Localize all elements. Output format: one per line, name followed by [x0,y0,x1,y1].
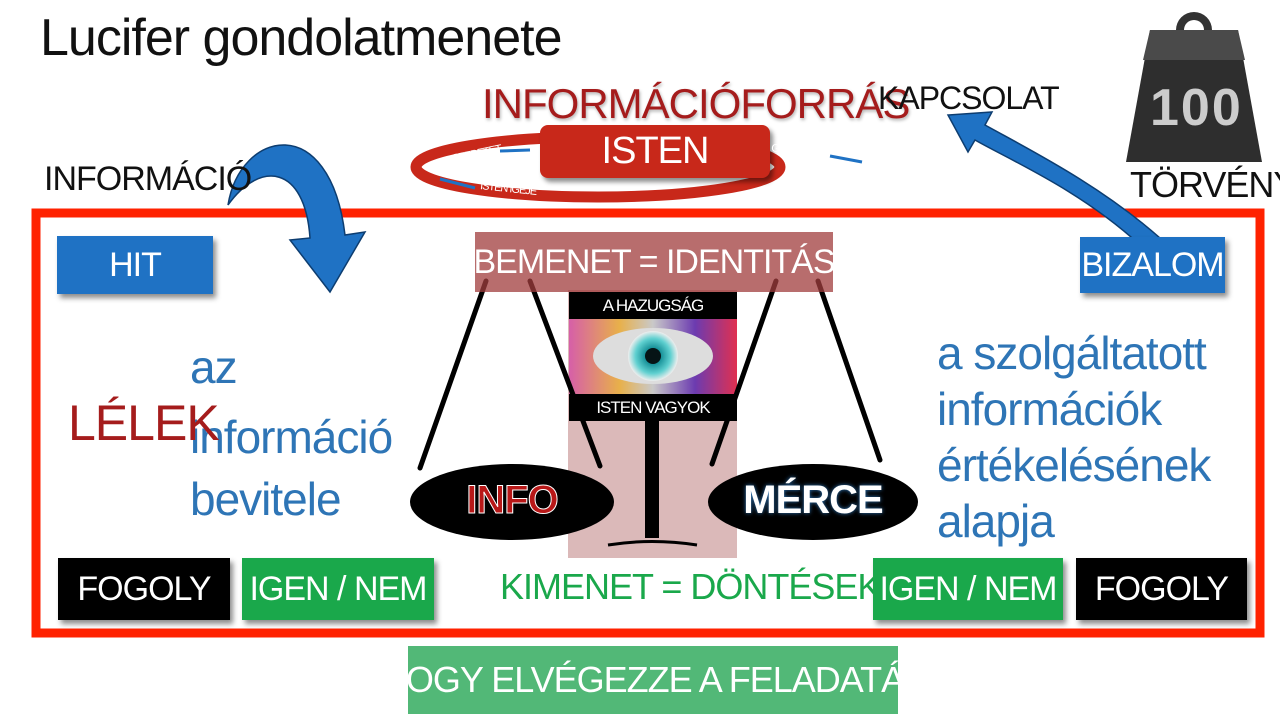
weight-icon [1126,12,1262,162]
merce-pan [708,464,918,540]
curved-arrow-icon [227,144,367,294]
left-line: bevitele [190,473,342,525]
fogoly-right-box: FOGOLY [1076,558,1247,620]
lelek-label: LÉLEK [68,395,220,451]
merce-label: MÉRCE [743,478,883,522]
info-pan [410,464,614,540]
informacio-label: INFORMÁCIÓ [44,160,252,198]
right-line: információk [937,383,1162,435]
isten-box: ISTEN [540,125,770,178]
task-box: HOGY ELVÉGEZZE A FELADATÁT [381,646,926,714]
source-label: INFORMÁCIÓFORRÁS [482,80,910,127]
bemenet-box: BEMENET = IDENTITÁS [473,232,836,292]
arrow-icon [946,111,1162,246]
igen-nem-right-box: IGEN / NEM [873,558,1063,620]
bizalom-box: BIZALOM [1080,237,1225,293]
eye-caption-top: A HAZUGSÁG [569,292,737,319]
right-line: a szolgáltatott [937,327,1207,379]
left-line: információ [190,411,393,463]
soul-frame [31,208,1265,638]
kapcsolat-label: KAPCSOLAT [878,80,1060,116]
left-description: az információ bevitele [190,332,393,534]
weight-value: 100 [1150,79,1243,137]
hit-box: HIT [57,236,213,294]
eye-caption-bottom: ISTEN VAGYOK [569,394,737,421]
page-title: Lucifer gondolatmenete [40,9,562,67]
left-line: az [190,341,238,393]
info-label: INFO [466,478,560,523]
torveny-label: TÖRVÉNY [1130,164,1280,205]
igen-nem-left-box: IGEN / NEM [242,558,434,620]
fogoly-left-box: FOGOLY [58,558,230,620]
kimenet-label: KIMENET = DÖNTÉSEK [500,566,881,607]
right-description: a szolgáltatott információk értékeléséne… [937,325,1211,549]
right-line: értékelésének [937,439,1211,491]
right-line: alapja [937,495,1055,547]
